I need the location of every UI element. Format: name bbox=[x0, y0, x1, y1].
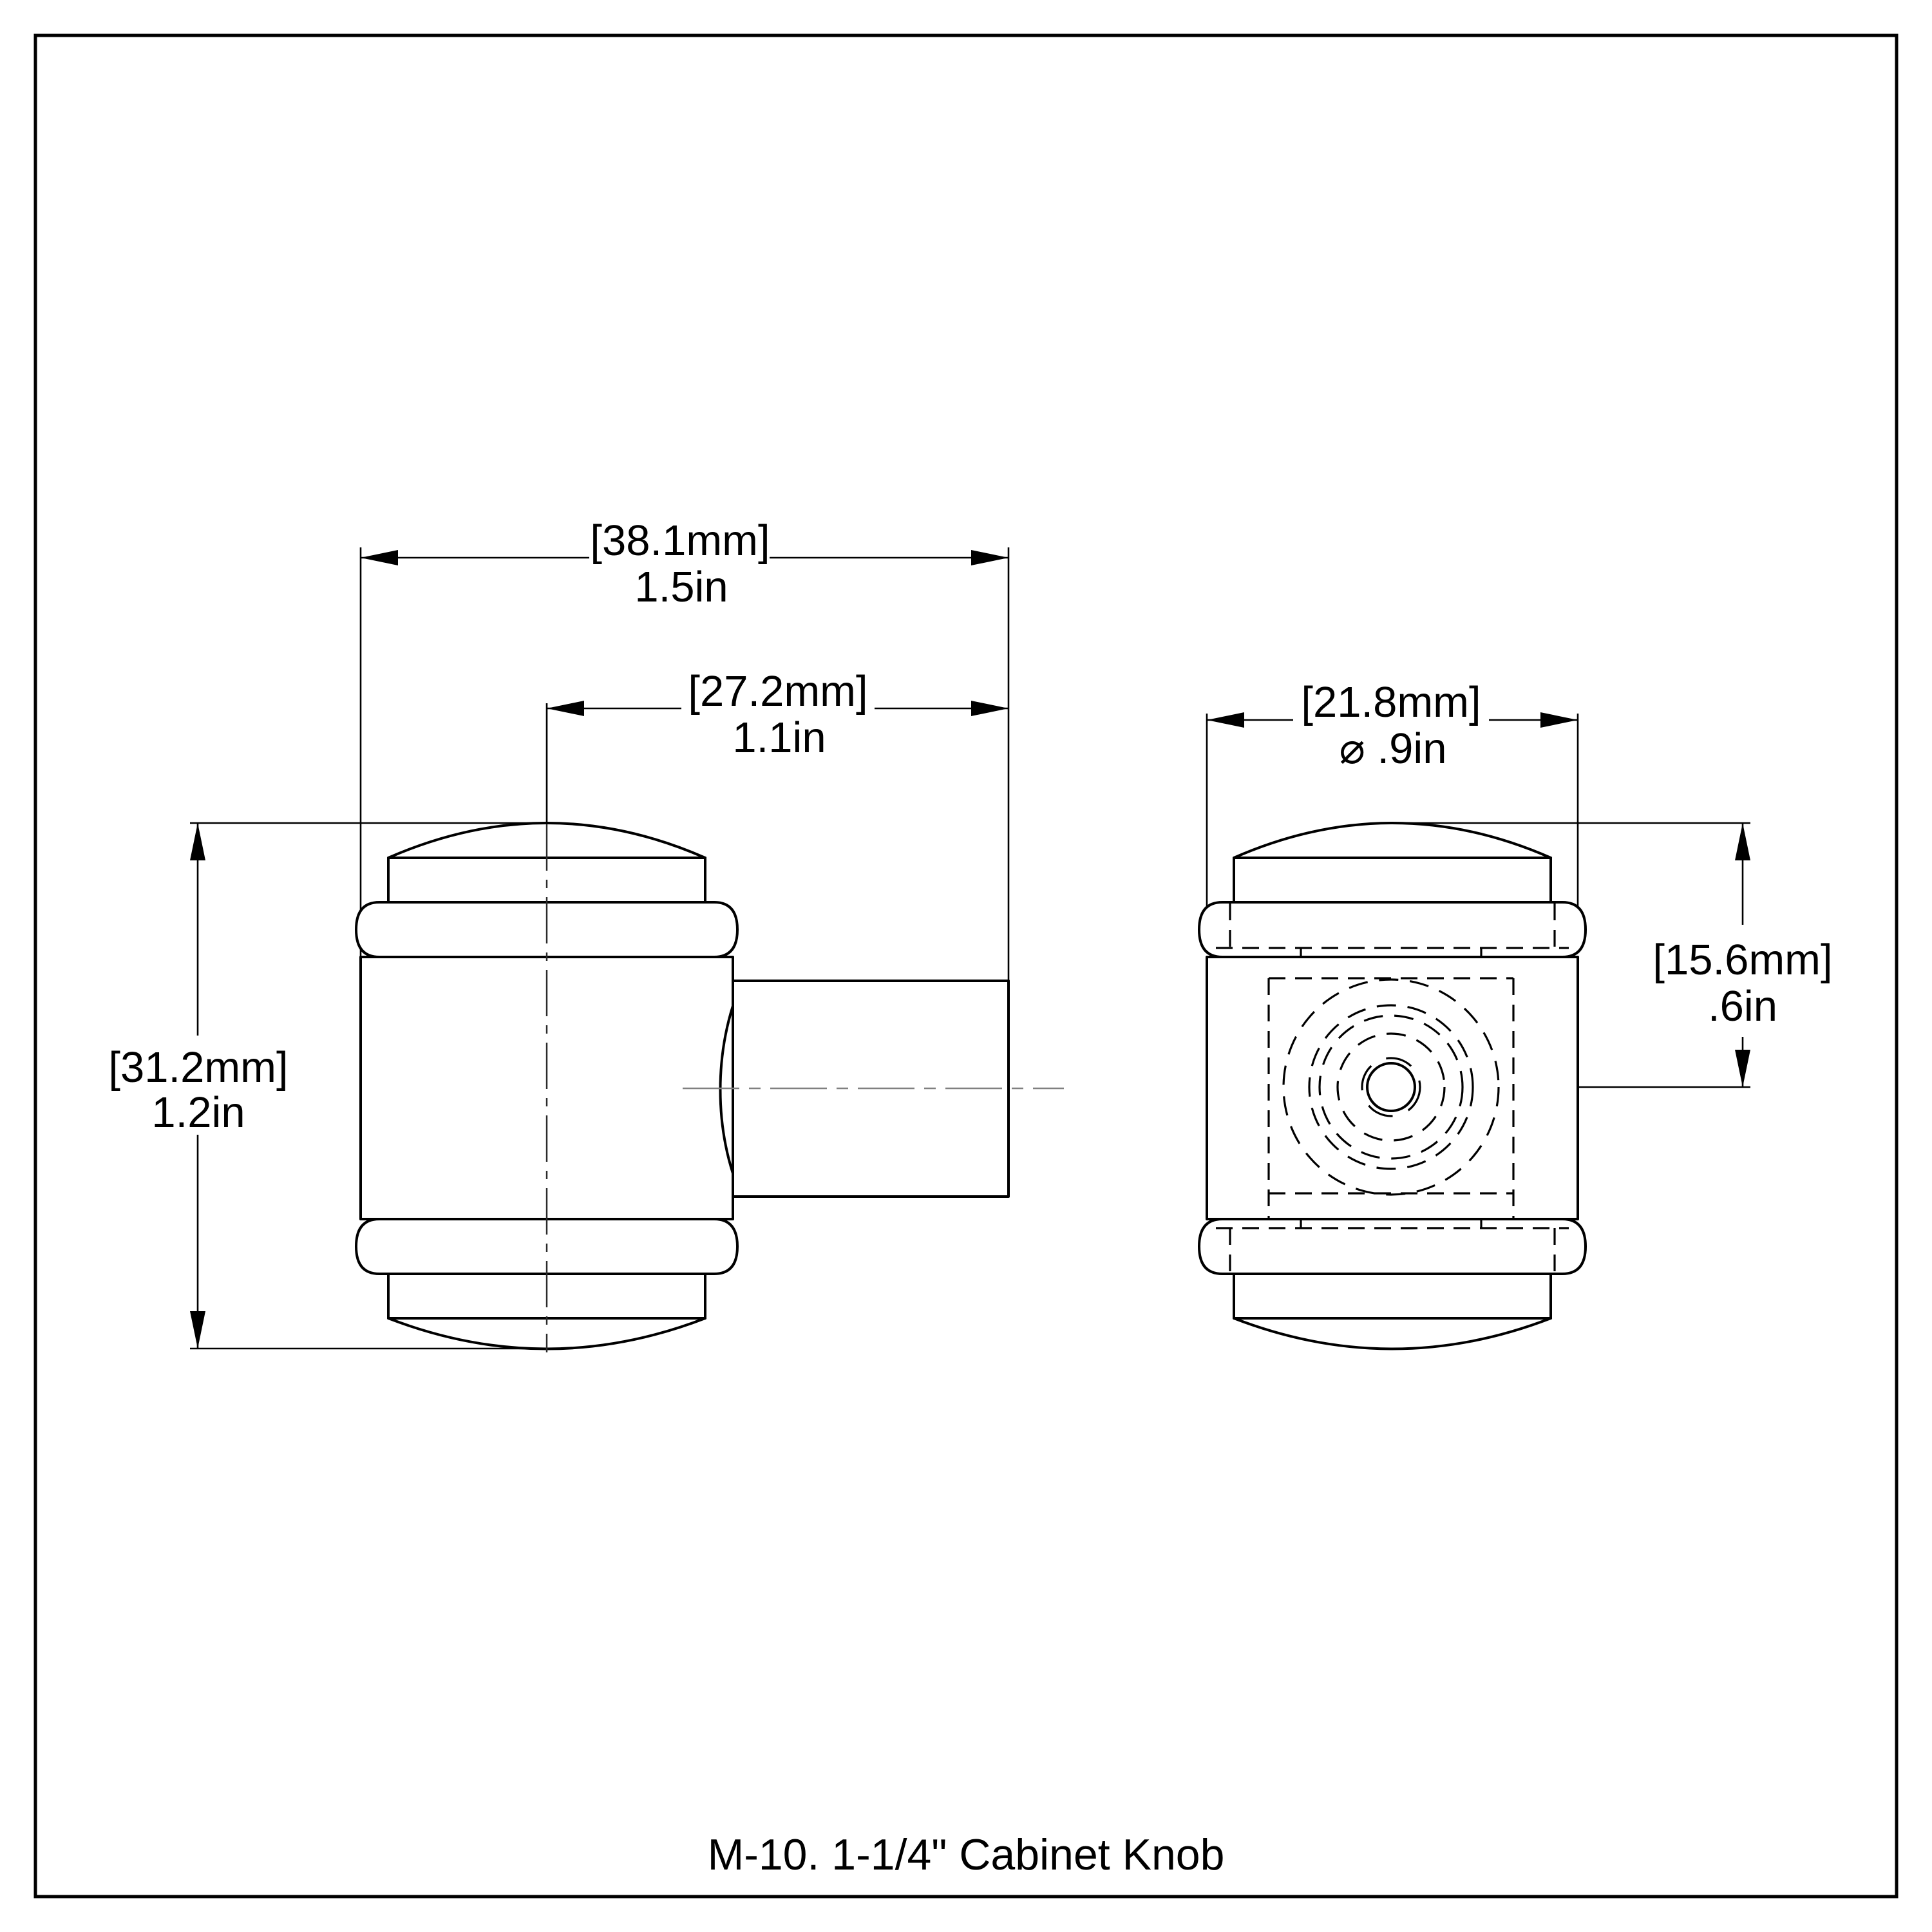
dimension-knob-diameter bbox=[1206, 712, 1579, 942]
dim-top-to-hole-in: .6in bbox=[1708, 982, 1777, 1030]
dim-top-to-hole-mm: [15.6mm] bbox=[1653, 936, 1832, 984]
front-top-dome bbox=[1233, 822, 1552, 859]
knob-bottom-dome bbox=[387, 1317, 706, 1350]
front-view bbox=[1198, 822, 1587, 1350]
front-top-cap bbox=[1233, 857, 1552, 904]
dim-knob-diameter-mm: [21.8mm] bbox=[1301, 678, 1481, 726]
dim-stem-projection-in: 1.1in bbox=[732, 714, 826, 762]
dim-knob-diameter-in: ⌀ .9in bbox=[1340, 724, 1447, 773]
front-bottom-ring bbox=[1198, 1218, 1587, 1275]
dim-overall-height-in: 1.2in bbox=[151, 1088, 245, 1137]
stem-root-arc bbox=[719, 1005, 734, 1174]
screw-hole bbox=[1366, 1062, 1416, 1112]
drawing-caption: M-10. 1-1/4" Cabinet Knob bbox=[708, 1830, 1225, 1879]
hidden-lines bbox=[1216, 904, 1569, 1273]
dimension-stem-projection bbox=[545, 701, 1009, 824]
hidden-circle-4 bbox=[1336, 1032, 1446, 1142]
hidden-circle-3 bbox=[1318, 1014, 1464, 1160]
dim-overall-projection-in: 1.5in bbox=[634, 563, 728, 611]
side-view bbox=[355, 822, 1064, 1352]
dimension-labels: [38.1mm] 1.5in [27.2mm] 1.1in [31.2mm] 1… bbox=[108, 516, 1832, 1137]
dimension-overall-height bbox=[190, 822, 553, 1350]
hidden-circle-2 bbox=[1308, 1004, 1474, 1170]
border-frame bbox=[33, 33, 1899, 1899]
dim-stem-projection-mm: [27.2mm] bbox=[688, 667, 867, 715]
dim-overall-projection-mm: [38.1mm] bbox=[590, 516, 770, 565]
screw-thread-circle bbox=[1361, 1057, 1421, 1117]
dim-overall-height-mm: [31.2mm] bbox=[108, 1043, 288, 1092]
front-body bbox=[1206, 956, 1579, 1220]
dimension-overall-projection bbox=[359, 547, 1010, 981]
front-bottom-dome bbox=[1233, 1317, 1552, 1350]
front-bottom-cap bbox=[1233, 1273, 1552, 1320]
hidden-circle-outer bbox=[1282, 978, 1500, 1196]
